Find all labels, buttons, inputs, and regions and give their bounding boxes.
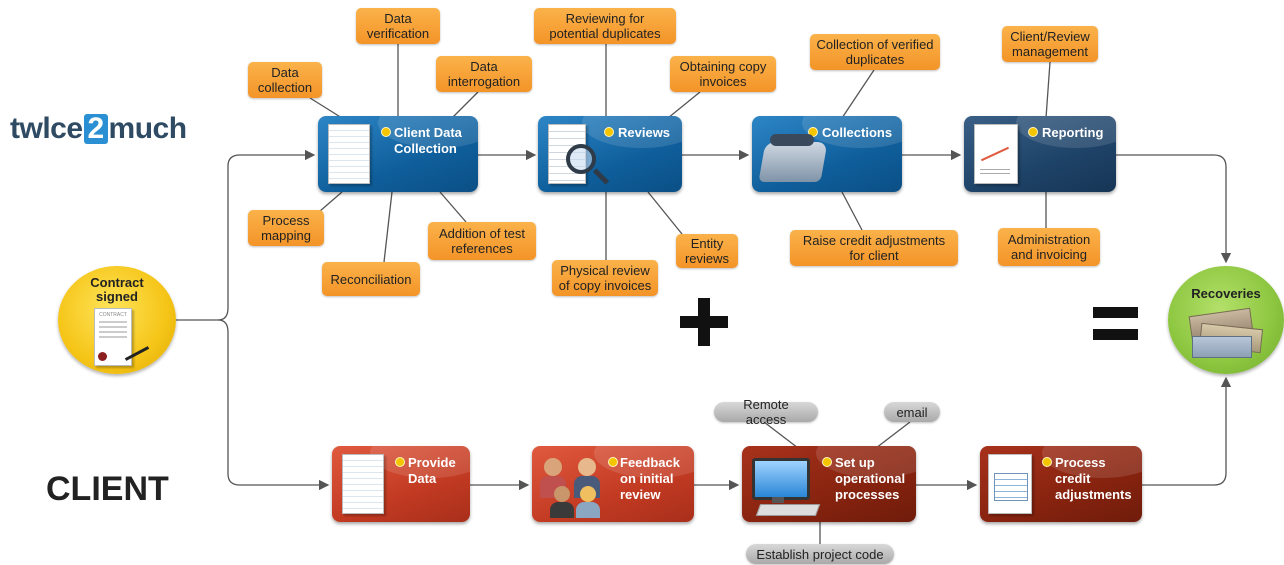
brand-text-2: 2 <box>83 114 108 144</box>
money-icon <box>1186 307 1266 360</box>
step-setup-processes: Set up operational processes <box>742 446 916 522</box>
step-process-title: Process credit adjustments <box>1055 455 1132 502</box>
tag-data-interrogation: Data interrogation <box>436 56 532 92</box>
stage-reporting: Reporting <box>964 116 1116 192</box>
tag-reviewing-duplicates: Reviewing for potential duplicates <box>534 8 676 44</box>
tag-obtaining-copy-invoices: Obtaining copy invoices <box>670 56 776 92</box>
stage-reviews: Reviews <box>538 116 682 192</box>
step-setup-title: Set up operational processes <box>835 455 906 502</box>
tag-remote-access: Remote access <box>714 397 818 427</box>
magnifier-icon <box>566 144 596 174</box>
tag-collection-verified-duplicates: Collection of verified duplicates <box>810 34 940 70</box>
spreadsheet-icon <box>342 454 384 514</box>
equals-symbol <box>1093 307 1138 318</box>
computer-icon <box>752 458 810 500</box>
contract-signed-node: Contract signed CONTRACT <box>58 266 176 374</box>
invoice-icon <box>988 454 1032 514</box>
connector-to-recoveries-top <box>1116 154 1232 264</box>
tag-email: email <box>884 402 940 422</box>
step-process-credit: Process credit adjustments <box>980 446 1142 522</box>
stage-client-data-collection: Client Data Collection <box>318 116 478 192</box>
tag-data-verification: Data verification <box>356 8 440 44</box>
brand-text-3: much <box>108 112 188 145</box>
people-icon <box>538 454 610 518</box>
report-chart-icon <box>974 124 1018 184</box>
stage-client-data-title: Client Data Collection <box>394 125 462 156</box>
tag-reconciliation: Reconciliation <box>322 262 420 296</box>
step-provide-data-title: Provide Data <box>408 455 456 486</box>
brand-text-1: twlce <box>10 112 83 145</box>
tag-process-mapping: Process mapping <box>248 210 324 246</box>
tag-physical-review: Physical review of copy invoices <box>552 260 658 296</box>
tag-administration-invoicing: Administration and invoicing <box>998 228 1100 266</box>
recoveries-label: Recoveries <box>1191 286 1261 301</box>
stage-reviews-title: Reviews <box>618 125 671 140</box>
stage-reporting-title: Reporting <box>1042 125 1104 140</box>
tag-client-review-management: Client/Review management <box>1002 26 1098 62</box>
tag-data-collection: Data collection <box>248 62 322 98</box>
tag-entity-reviews: Entity reviews <box>676 234 738 268</box>
keyboard-icon <box>755 504 821 516</box>
client-label: CLIENT <box>46 470 169 508</box>
step-feedback-title: Feedback on initial review <box>620 455 680 502</box>
step-provide-data: Provide Data <box>332 446 470 522</box>
recoveries-node: Recoveries <box>1168 266 1284 374</box>
tag-raise-credit-adjustments: Raise credit adjustments for client <box>790 230 958 266</box>
contract-doc-title: CONTRACT <box>99 312 127 318</box>
connector-to-provide-data <box>217 319 330 491</box>
spreadsheet-icon <box>328 124 370 184</box>
contract-label: Contract signed <box>90 275 144 304</box>
step-feedback: Feedback on initial review <box>532 446 694 522</box>
telephone-icon <box>758 142 828 182</box>
connector-to-recoveries-bottom <box>1142 376 1232 486</box>
stage-collections: Collections <box>752 116 902 192</box>
tag-addition-test-references: Addition of test references <box>428 222 536 260</box>
tag-establish-project-code: Establish project code <box>746 544 894 564</box>
stage-collections-title: Collections <box>822 125 893 140</box>
